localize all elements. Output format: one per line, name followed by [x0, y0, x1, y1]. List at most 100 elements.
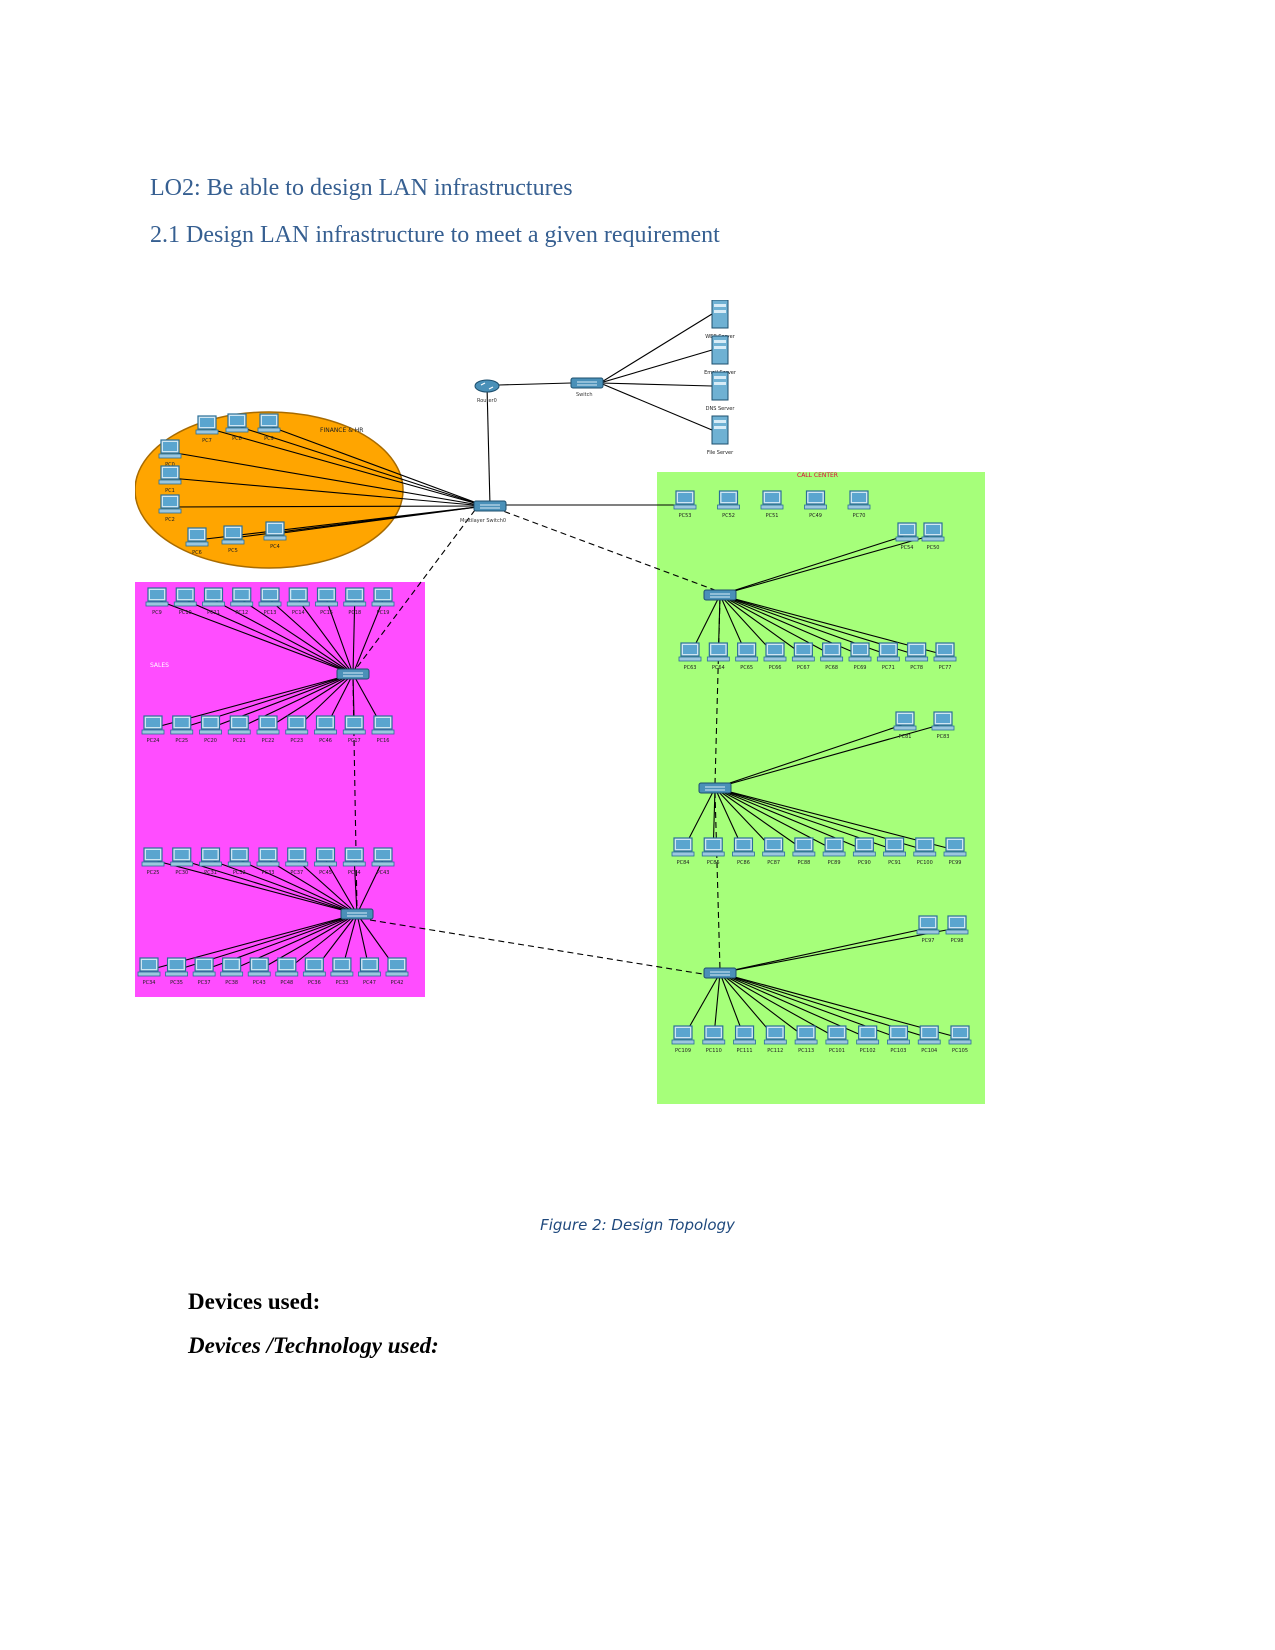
pc-pc103[interactable]: [886, 1025, 911, 1045]
pc-pc24[interactable]: [141, 715, 165, 735]
router[interactable]: [474, 379, 500, 393]
pc-pc35[interactable]: [164, 957, 189, 977]
pc-pc112[interactable]: [763, 1025, 787, 1045]
pc-pc89[interactable]: [822, 837, 846, 857]
pc-pc46[interactable]: [313, 715, 338, 735]
pc-pc49[interactable]: [803, 490, 828, 510]
pc-pc8[interactable]: [225, 413, 249, 433]
pc-pc101[interactable]: [825, 1025, 849, 1045]
server-3[interactable]: [711, 371, 729, 401]
pc-pc65[interactable]: [735, 642, 759, 662]
pc-pc22[interactable]: [256, 715, 280, 735]
pc-pc85[interactable]: [701, 837, 725, 857]
pc-pc25[interactable]: [170, 715, 194, 735]
call-switch-3[interactable]: [703, 967, 737, 979]
pc-pc110[interactable]: [702, 1025, 726, 1045]
pc-pc52[interactable]: [716, 490, 741, 510]
pc-pc63[interactable]: [678, 642, 702, 662]
pc-pc20[interactable]: [198, 715, 223, 735]
pc-pc17[interactable]: [342, 715, 366, 735]
pc-pc45[interactable]: [313, 847, 338, 867]
pc-pc64[interactable]: [706, 642, 730, 662]
pc-pc43[interactable]: [371, 847, 395, 867]
pc-pc83[interactable]: [931, 711, 955, 731]
pc-pc51[interactable]: [760, 490, 784, 510]
pc-pc0[interactable]: [158, 439, 182, 459]
server-2[interactable]: [711, 335, 729, 365]
pc-pc18[interactable]: [343, 587, 367, 607]
call-switch-1[interactable]: [703, 589, 737, 601]
pc-pc11[interactable]: [201, 587, 226, 607]
pc-pc86[interactable]: [731, 837, 756, 857]
pc-pc31[interactable]: [198, 847, 223, 867]
pc-pc54[interactable]: [895, 522, 919, 542]
pc-pc104[interactable]: [917, 1025, 941, 1045]
pc-pc50[interactable]: [921, 522, 945, 542]
pc-pc36[interactable]: [302, 957, 326, 977]
pc-pc13[interactable]: [258, 587, 282, 607]
pc-pc109[interactable]: [671, 1025, 695, 1045]
pc-pc69[interactable]: [848, 642, 872, 662]
pc-pc37[interactable]: [285, 847, 309, 867]
pc-pc111[interactable]: [732, 1025, 757, 1045]
pc-pc34[interactable]: [137, 957, 161, 977]
pc-pc98[interactable]: [945, 915, 969, 935]
pc-pc10[interactable]: [173, 587, 197, 607]
pc-pc23[interactable]: [285, 715, 309, 735]
pc-pc88[interactable]: [792, 837, 816, 857]
pc-pc9[interactable]: [145, 587, 169, 607]
pc-pc38[interactable]: [220, 957, 244, 977]
pc-pc4[interactable]: [263, 521, 287, 541]
pc-pc47[interactable]: [357, 957, 382, 977]
pc-pc7[interactable]: [195, 415, 219, 435]
call-switch-2[interactable]: [698, 782, 732, 794]
pc-pc100[interactable]: [913, 837, 937, 857]
pc-pc32[interactable]: [227, 847, 251, 867]
pc-pc68[interactable]: [820, 642, 844, 662]
pc-pc78[interactable]: [905, 642, 929, 662]
pc-pc9[interactable]: [257, 413, 281, 433]
pc-pc87[interactable]: [762, 837, 786, 857]
server-switch[interactable]: [570, 377, 604, 389]
server-1[interactable]: [711, 300, 729, 329]
pc-pc81[interactable]: [893, 711, 917, 731]
pc-pc16[interactable]: [371, 715, 395, 735]
pc-pc113[interactable]: [794, 1025, 818, 1045]
pc-pc42[interactable]: [385, 957, 409, 977]
pc-pc5[interactable]: [221, 525, 245, 545]
pc-pc44[interactable]: [342, 847, 366, 867]
pc-pc1[interactable]: [158, 465, 182, 485]
pc-pc33[interactable]: [256, 847, 280, 867]
pc-pc102[interactable]: [856, 1025, 880, 1045]
figure-caption: Figure 2: Design Topology: [540, 1216, 735, 1234]
pc-pc77[interactable]: [933, 642, 957, 662]
pc-pc84[interactable]: [671, 837, 695, 857]
server-4[interactable]: [711, 415, 729, 445]
pc-pc66[interactable]: [763, 642, 787, 662]
pc-pc6[interactable]: [185, 527, 209, 547]
sales-switch-2[interactable]: [340, 908, 374, 920]
pc-pc53[interactable]: [673, 490, 697, 510]
pc-pc97[interactable]: [916, 915, 940, 935]
pc-pc90[interactable]: [852, 837, 876, 857]
pc-pc105[interactable]: [948, 1025, 972, 1045]
pc-pc48[interactable]: [275, 957, 299, 977]
pc-pc91[interactable]: [882, 837, 907, 857]
sales-switch-1[interactable]: [336, 668, 370, 680]
pc-pc12[interactable]: [230, 587, 254, 607]
pc-pc71[interactable]: [876, 642, 900, 662]
pc-pc19[interactable]: [371, 587, 395, 607]
core-multilayer-switch[interactable]: [473, 500, 507, 512]
pc-pc14[interactable]: [286, 587, 310, 607]
pc-pc67[interactable]: [791, 642, 815, 662]
pc-pc33[interactable]: [330, 957, 354, 977]
pc-pc21[interactable]: [227, 715, 251, 735]
pc-pc15[interactable]: [314, 587, 339, 607]
pc-pc25[interactable]: [141, 847, 165, 867]
pc-pc30[interactable]: [170, 847, 194, 867]
pc-pc43[interactable]: [247, 957, 271, 977]
pc-pc99[interactable]: [943, 837, 967, 857]
pc-pc2[interactable]: [158, 494, 182, 514]
pc-pc37[interactable]: [192, 957, 216, 977]
pc-pc70[interactable]: [847, 490, 871, 510]
